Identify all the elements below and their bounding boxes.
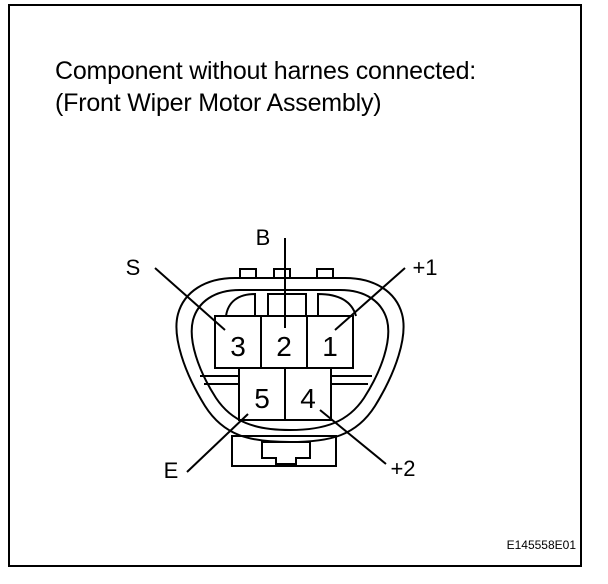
title-line-1: Component without harnes connected: bbox=[55, 57, 477, 85]
bottom-latch bbox=[231, 435, 337, 467]
top-key-left bbox=[239, 268, 257, 279]
bottom-latch-inner bbox=[261, 441, 311, 465]
terminal-label-plus2: +2 bbox=[390, 456, 415, 481]
terminal-label-plus1: +1 bbox=[412, 255, 437, 280]
pin-number-3: 3 bbox=[230, 331, 246, 362]
pin-number-5: 5 bbox=[254, 383, 270, 414]
leader-line-E bbox=[186, 413, 249, 473]
top-key-center bbox=[273, 268, 291, 279]
inner-rib-right bbox=[317, 292, 357, 317]
leader-line-S bbox=[154, 267, 226, 331]
inner-rib-left bbox=[225, 292, 256, 317]
terminal-label-S: S bbox=[126, 255, 141, 280]
diagram-frame bbox=[8, 4, 582, 567]
connector-inner-shell bbox=[190, 289, 390, 432]
title-line-2: (Front Wiper Motor Assembly) bbox=[55, 89, 382, 117]
pin-number-2: 2 bbox=[276, 331, 292, 362]
side-rib-left bbox=[200, 375, 240, 385]
terminal-label-E: E bbox=[164, 458, 179, 483]
leader-line-plus2 bbox=[319, 409, 387, 465]
top-key-right bbox=[316, 268, 334, 279]
pin-cell-4 bbox=[284, 367, 332, 421]
pin-number-4: 4 bbox=[300, 383, 316, 414]
leader-line-plus1 bbox=[334, 267, 406, 331]
terminal-label-B: B bbox=[256, 225, 271, 250]
diagram-title: Component without harnes connected: (Fro… bbox=[55, 55, 476, 119]
pin-number-1: 1 bbox=[322, 331, 338, 362]
side-rib-right bbox=[330, 375, 372, 385]
inner-rib-center bbox=[267, 293, 307, 316]
figure-code: E145558E01 bbox=[506, 538, 576, 552]
